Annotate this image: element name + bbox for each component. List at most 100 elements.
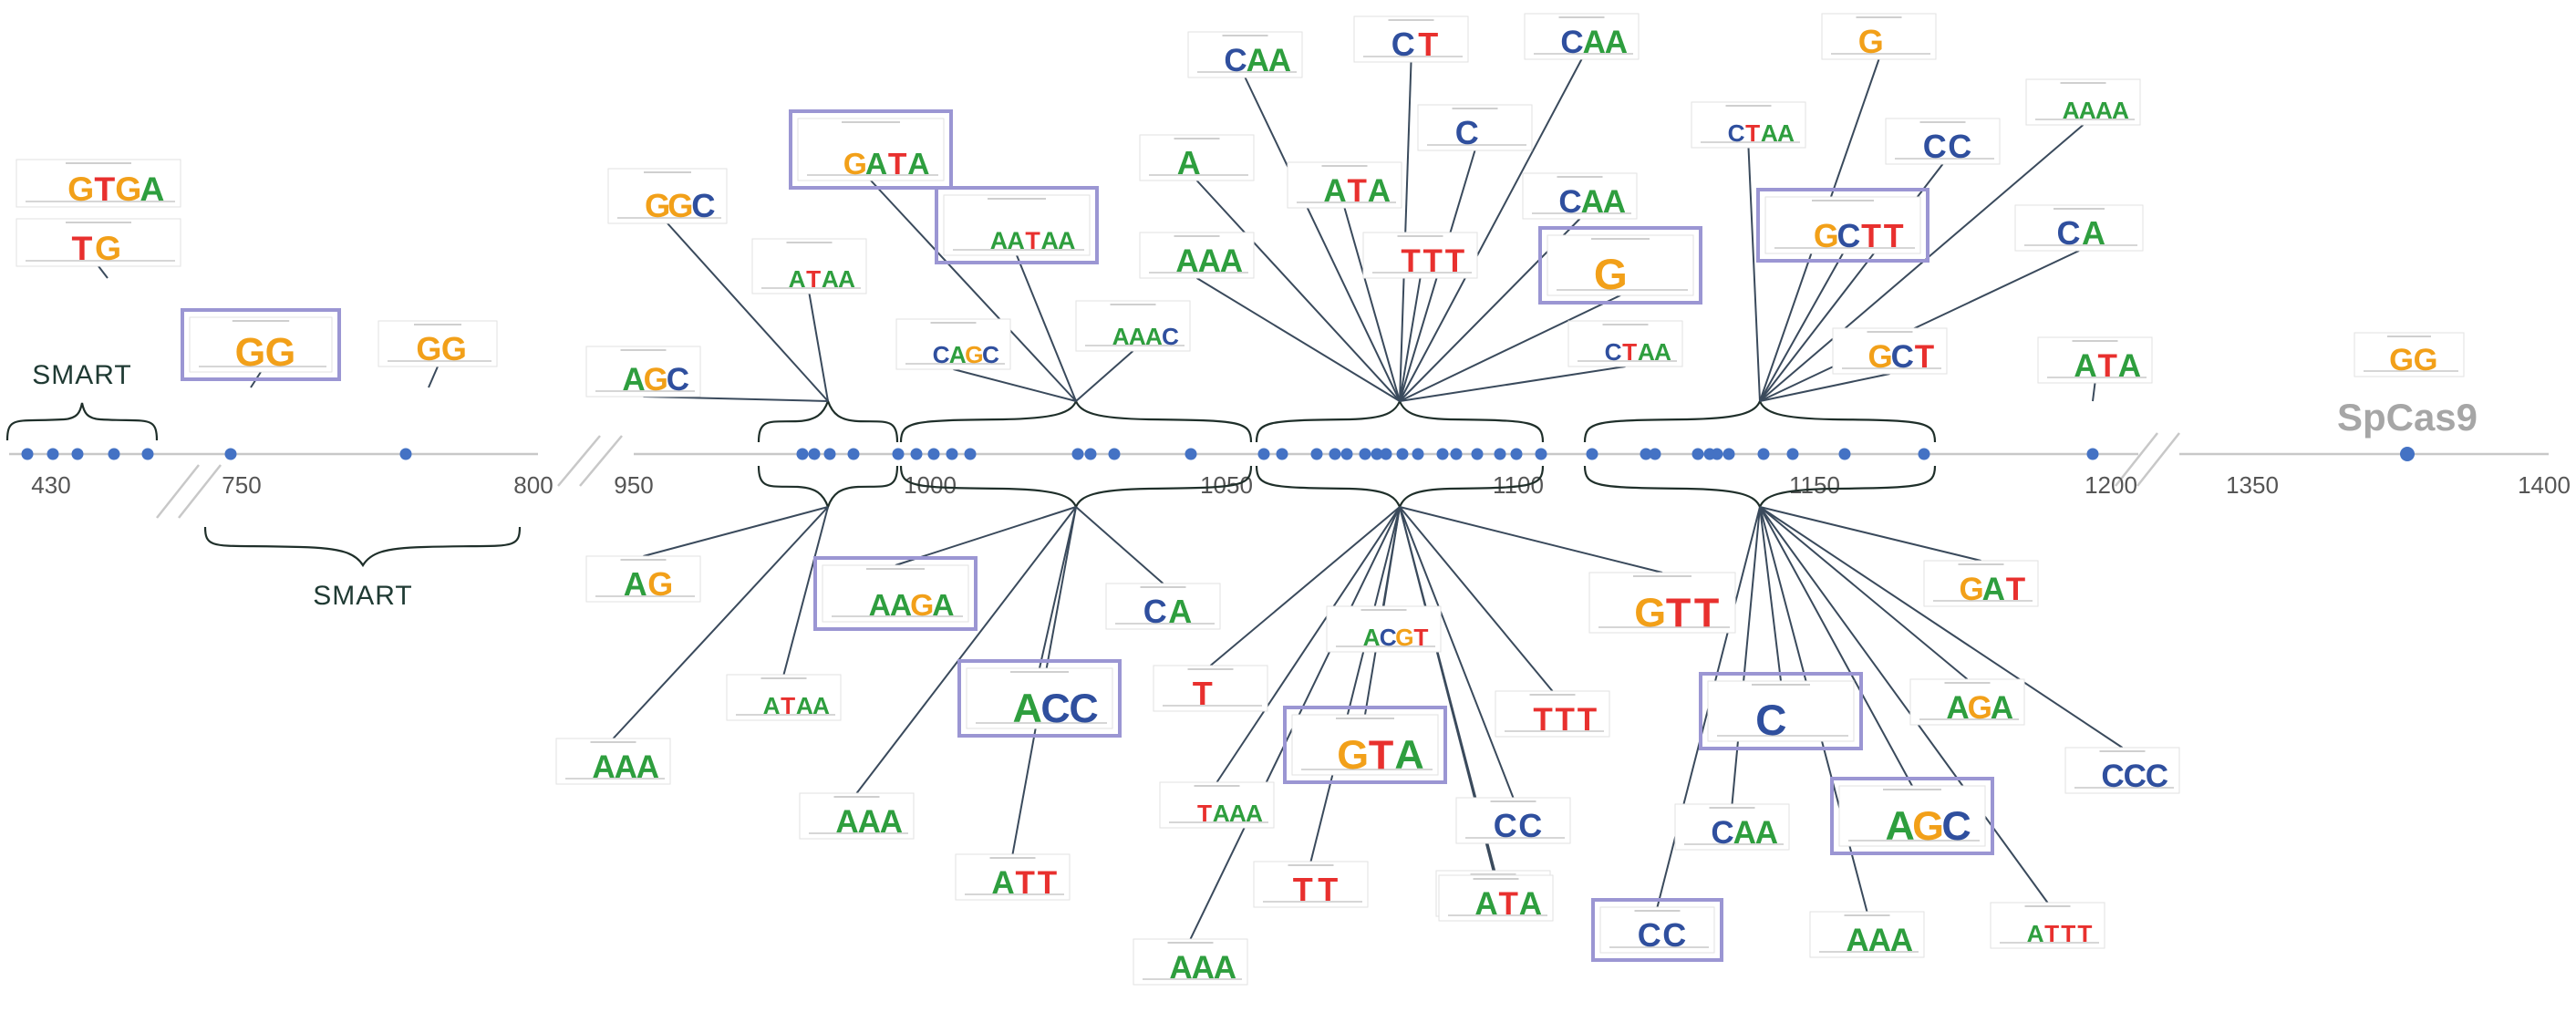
mutation-dot[interactable]	[946, 448, 958, 460]
mutation-dot[interactable]	[1084, 448, 1097, 460]
sequence-logo[interactable]: AAA	[1139, 232, 1255, 279]
sequence-logo[interactable]: AGA	[1909, 678, 2025, 726]
sequence-logo[interactable]: CAA	[1522, 172, 1638, 220]
mutation-dot[interactable]	[1649, 448, 1661, 460]
sequence-logo[interactable]: CAA	[1674, 803, 1790, 851]
mutation-dot[interactable]	[1757, 448, 1770, 460]
mutation-dot[interactable]	[1396, 448, 1409, 460]
mutation-dot[interactable]	[1838, 448, 1851, 460]
mutation-dot[interactable]	[2400, 447, 2415, 461]
sequence-logo[interactable]: AAA	[799, 792, 915, 840]
sequence-logo[interactable]: AGC	[1830, 777, 1994, 855]
mutation-dot[interactable]	[47, 448, 59, 460]
mutation-dot[interactable]	[1310, 448, 1323, 460]
sequence-logo[interactable]: T	[1153, 665, 1268, 712]
mutation-dot[interactable]	[1450, 448, 1463, 460]
mutation-dot[interactable]	[1691, 448, 1704, 460]
mutation-dot[interactable]	[847, 448, 860, 460]
mutation-dot[interactable]	[1380, 448, 1392, 460]
mutation-dot[interactable]	[1371, 448, 1383, 460]
mutation-dot[interactable]	[141, 448, 154, 460]
mutation-dot[interactable]	[1329, 448, 1341, 460]
mutation-dot[interactable]	[910, 448, 923, 460]
mutation-dot[interactable]	[1471, 448, 1484, 460]
sequence-logo[interactable]: G	[1538, 226, 1702, 305]
mutation-dot[interactable]	[21, 448, 34, 460]
mutation-dot[interactable]	[964, 448, 977, 460]
sequence-logo[interactable]: G	[1821, 13, 1937, 60]
sequence-logo[interactable]: CAA	[1187, 31, 1303, 78]
mutation-dot[interactable]	[1535, 448, 1547, 460]
mutation-dot[interactable]	[71, 448, 84, 460]
mutation-dot[interactable]	[1723, 448, 1735, 460]
mutation-dot[interactable]	[1918, 448, 1930, 460]
mutation-dot[interactable]	[1640, 448, 1652, 460]
mutation-dot[interactable]	[1494, 448, 1506, 460]
mutation-dot[interactable]	[1586, 448, 1598, 460]
mutation-dot[interactable]	[1185, 448, 1197, 460]
mutation-dot[interactable]	[808, 448, 821, 460]
sequence-logo[interactable]: CAA	[1524, 13, 1640, 60]
mutation-dot[interactable]	[1711, 448, 1723, 460]
mutation-dot[interactable]	[1436, 448, 1449, 460]
mutation-dot[interactable]	[1340, 448, 1353, 460]
mutation-dot[interactable]	[892, 448, 905, 460]
mutation-dot[interactable]	[2086, 448, 2099, 460]
sequence-logo[interactable]: AAA	[1133, 938, 1248, 986]
mutation-dot[interactable]	[1071, 448, 1084, 460]
sequence-logo[interactable]: AAA	[1809, 911, 1925, 958]
mutation-dot[interactable]	[1257, 448, 1270, 460]
sequence-logo[interactable]: CCC	[2064, 747, 2180, 794]
sequence-logo[interactable]: AGC	[585, 346, 701, 398]
sequence-logo[interactable]: C	[1699, 672, 1863, 750]
mutation-dot[interactable]	[1108, 448, 1121, 460]
sequence-logo[interactable]: C	[1417, 104, 1533, 151]
mutation-dot[interactable]	[796, 448, 809, 460]
sequence-logo[interactable]: GGC	[607, 168, 728, 224]
mutation-dot[interactable]	[927, 448, 940, 460]
mutation-dot[interactable]	[1510, 448, 1523, 460]
mutation-dot[interactable]	[1276, 448, 1288, 460]
mutation-dot[interactable]	[1786, 448, 1799, 460]
mutation-dot[interactable]	[1412, 448, 1424, 460]
sequence-logo[interactable]: A	[1139, 134, 1255, 181]
mutation-dot[interactable]	[823, 448, 836, 460]
mutation-dot[interactable]	[224, 448, 237, 460]
sequence-logo[interactable]: AAA	[555, 738, 671, 785]
sequence-logo[interactable]: ACC	[957, 659, 1122, 738]
